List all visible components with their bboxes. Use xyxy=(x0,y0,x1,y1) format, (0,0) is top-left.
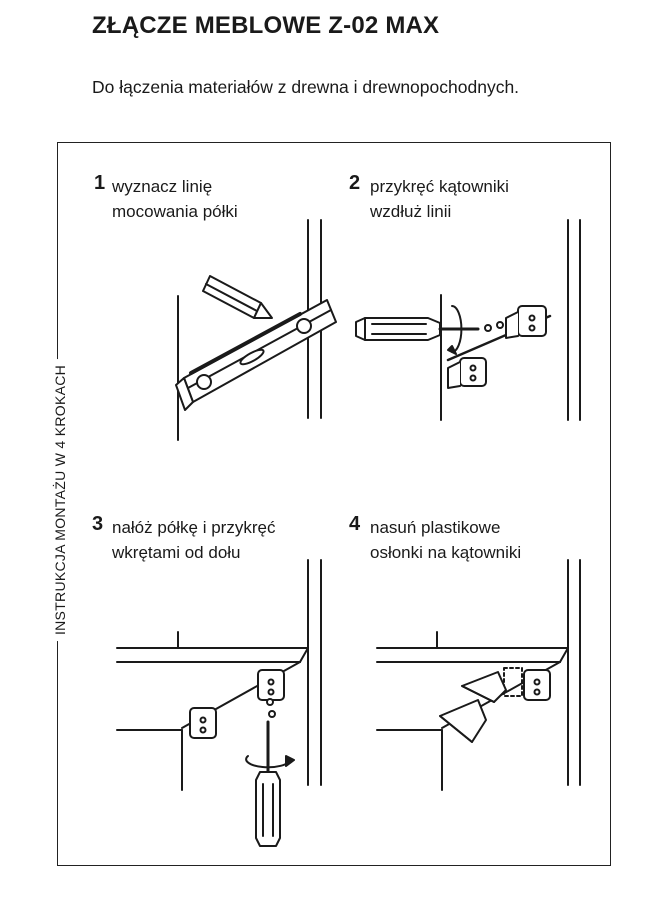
step-4-text: nasuń plastikowe osłonki na kątowniki xyxy=(370,515,521,565)
screwdriver-icon xyxy=(255,720,281,847)
marked-line xyxy=(189,312,302,375)
step-2-illustration xyxy=(355,219,581,421)
angle-bracket-icon xyxy=(189,707,217,739)
page-subtitle: Do łączenia materiałów z drewna i drewno… xyxy=(92,77,520,97)
step-1-number: 1 xyxy=(94,172,106,194)
pencil-icon xyxy=(202,275,273,319)
angle-bracket-icon xyxy=(505,305,547,339)
step-1-line-1: wyznacz linię xyxy=(112,177,213,196)
step-1-text: wyznacz linię mocowania półki xyxy=(112,174,238,224)
shelf-side-edge xyxy=(299,647,309,663)
step-3-line-1: nałóż półkę i przykręć xyxy=(112,518,276,537)
step-3-line-2: wkrętami od dołu xyxy=(112,543,241,562)
step-3-text: nałóż półkę i przykręć wkrętami od dołu xyxy=(112,515,275,565)
angle-bracket-icon xyxy=(257,669,285,701)
step-4-line-2: osłonki na kątowniki xyxy=(370,543,522,562)
cover-target-outline xyxy=(503,667,523,697)
step-3-number: 3 xyxy=(92,513,104,535)
plastic-cover-icon xyxy=(461,671,507,703)
step-4-line-1: nasuń plastikowe xyxy=(370,518,501,537)
plastic-cover-icon xyxy=(439,699,487,743)
page-title: ZŁĄCZE MEBLOWE Z-02 MAX xyxy=(92,12,440,39)
angle-bracket-icon xyxy=(523,669,551,701)
step-2-line-2: wzdłuż linii xyxy=(370,202,452,221)
step-1-illustration xyxy=(175,219,337,441)
step-4-illustration xyxy=(376,559,581,791)
arrow-head-icon xyxy=(285,755,295,767)
step-2-text: przykręć kątowniki wzdłuż linii xyxy=(370,174,509,224)
step-4-number: 4 xyxy=(349,513,361,535)
step-2-line-1: przykręć kątowniki xyxy=(370,177,509,196)
step-3-illustration xyxy=(116,559,322,847)
screw-icon xyxy=(266,698,276,718)
step-1-line-2: mocowania półki xyxy=(112,202,238,221)
shelf-side-edge xyxy=(559,647,569,663)
angle-bracket-icon xyxy=(447,357,487,389)
arrow-head-icon xyxy=(447,345,457,355)
step-2-number: 2 xyxy=(349,172,361,194)
rotation-arrow-icon xyxy=(451,305,463,353)
screwdriver-icon xyxy=(355,317,480,341)
